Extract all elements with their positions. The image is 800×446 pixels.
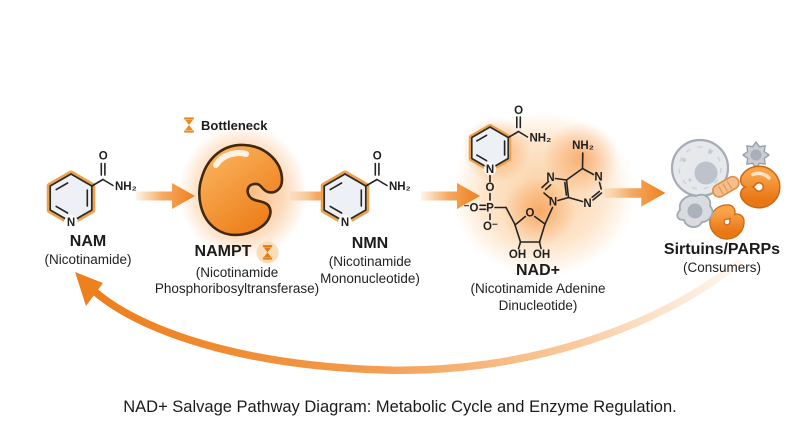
nmn-atom-o: O	[373, 151, 382, 163]
consumer-cells	[670, 138, 781, 240]
consumers-subtitle: (Consumers)	[682, 260, 761, 276]
nmn-atom-nh2: NH₂	[389, 181, 411, 193]
nad-atom-n9: N	[549, 197, 557, 209]
bottleneck-label: Bottleneck	[201, 117, 268, 133]
nampt-label: NAMPT (Nicotinamide Phosphoribosyltransf…	[117, 241, 357, 298]
nad-atom-o-minus: O⁻	[483, 221, 498, 233]
arrow-nad-to-consumers	[603, 179, 666, 207]
nampt-enzyme-blob	[198, 143, 284, 237]
nad-atom-o-ribose: O	[526, 208, 535, 220]
nmn-atom-n: N	[341, 217, 349, 229]
arrow-nmn-to-nad	[421, 183, 480, 209]
nam-structure: N O NH₂	[46, 151, 137, 229]
nad-subtitle: (Nicotinamide Adenine Dinucleotide)	[470, 281, 606, 313]
nad-atom-nh2-adenine: NH₂	[572, 140, 594, 152]
lumpy-cell-nucleus	[687, 203, 703, 219]
diagram-caption: NAD+ Salvage Pathway Diagram: Metabolic …	[123, 398, 677, 416]
consumers-label: Sirtuins/PARPs (Consumers)	[642, 241, 800, 277]
nad-atom-p: P	[486, 203, 494, 215]
nmn-subtitle: (Nicotinamide Mononucleotide)	[320, 254, 420, 286]
nad-atom-o-minus-left: ⁻O	[463, 203, 478, 215]
nam-atom-nh2: NH₂	[115, 181, 137, 193]
nad-atom-o-amide: O	[514, 105, 523, 117]
hourglass-icon	[184, 117, 194, 133]
nad-label: NAD+ (Nicotinamide Adenine Dinucleotide)	[448, 262, 628, 314]
nad-atom-oh2: OH	[533, 249, 550, 260]
nad-atom-n-ring: N	[486, 164, 494, 176]
nad-atom-n7: N	[546, 172, 554, 184]
bottleneck-badge-icon	[256, 241, 279, 264]
nad-atom-nh2-amide: NH₂	[530, 133, 552, 145]
nad-title: NAD+	[515, 262, 560, 279]
enzyme-highlight	[213, 150, 249, 168]
nam-atom-o: O	[99, 151, 108, 163]
nad-atom-n3: N	[583, 198, 591, 210]
large-cell-nucleus	[694, 161, 718, 185]
nam-label: NAM (Nicotinamide)	[8, 233, 168, 269]
nam-subtitle: (Nicotinamide)	[44, 252, 132, 268]
recycle-arrowhead	[75, 272, 103, 306]
spiky-cell-nucleus	[750, 149, 762, 161]
consumers-title: Sirtuins/PARPs	[663, 241, 781, 258]
nmn-title: NMN	[351, 235, 389, 252]
nad-structure: O NH₂ N O P ⁻O O⁻ O OH OH N N	[463, 105, 602, 260]
nampt-title: NAMPT	[194, 243, 252, 261]
c-protein	[710, 205, 744, 239]
nmn-structure: N O NH₂	[320, 151, 411, 229]
nad-atom-o-bridge: O	[486, 182, 495, 194]
nad-atom-oh1: OH	[509, 249, 526, 260]
nmn-label: NMN (Nicotinamide Mononucleotide)	[295, 235, 445, 287]
bottleneck-label-row: Bottleneck	[183, 117, 267, 133]
arrow-nam-to-nampt	[136, 183, 195, 209]
nampt-subtitle: (Nicotinamide Phosphoribosyltransferase)	[154, 265, 320, 297]
nad-atom-n1: N	[594, 172, 602, 184]
nam-atom-n: N	[67, 217, 75, 229]
nam-title: NAM	[69, 233, 107, 250]
mitochondria	[712, 175, 740, 198]
